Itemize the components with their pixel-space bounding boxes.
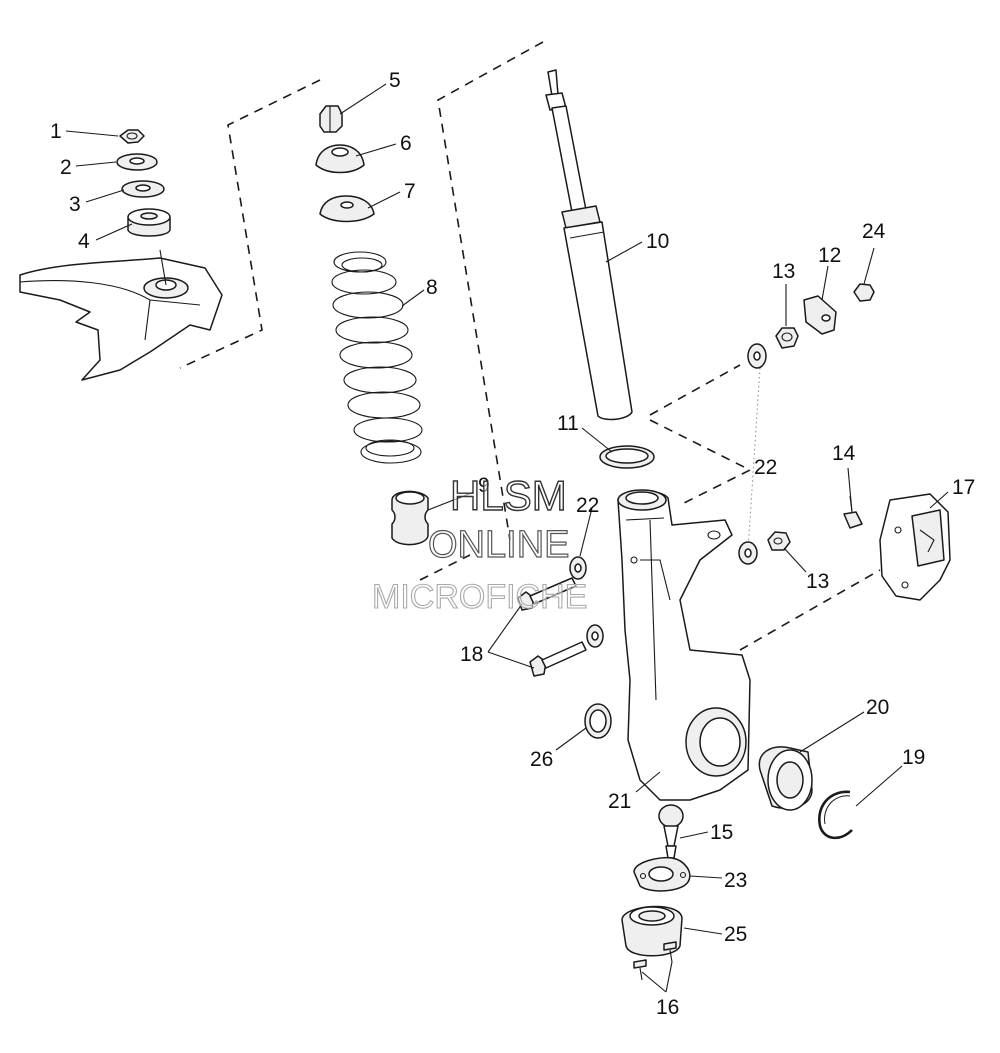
part-3-washer (121, 180, 165, 198)
part-14-bolt (843, 495, 863, 529)
assembly-guide-lines (179, 41, 881, 651)
watermark: HLSM ONLINE MICROFICHE (371, 471, 587, 616)
part-22-washer-upper (747, 343, 767, 369)
part-8-coil-spring (331, 251, 423, 464)
callout-16: 16 (656, 996, 679, 1019)
callout-labels: 1 2 3 4 5 6 7 8 9 10 11 12 13 13 14 15 1… (50, 69, 975, 1019)
part-19-circlip (818, 790, 853, 840)
upper-mount-bracket (19, 249, 223, 381)
callout-14: 14 (832, 442, 856, 465)
callout-1: 1 (50, 120, 62, 143)
part-6-upper-cup (315, 144, 365, 174)
watermark-line-2: ONLINE (428, 524, 569, 566)
callout-12: 12 (818, 244, 841, 267)
callout-4: 4 (78, 230, 90, 253)
callout-2: 2 (60, 156, 72, 179)
part-23-gasket-plate (633, 856, 691, 892)
part-13-nut-lower (767, 531, 791, 551)
part-24-nut (853, 283, 875, 302)
callout-10: 10 (646, 230, 669, 253)
part-12-bracket-clip (803, 295, 837, 335)
callout-24: 24 (862, 220, 886, 243)
callout-7: 7 (404, 180, 416, 203)
part-1-nut (119, 129, 145, 144)
part-15-ball-joint-pin (658, 804, 684, 859)
callout-15: 15 (710, 821, 733, 844)
callout-13-upper: 13 (772, 260, 795, 283)
part-5-nut (319, 105, 343, 133)
watermark-line-1: HLSM (450, 472, 567, 519)
part-20-wheel-bearing (758, 746, 813, 811)
callout-22-right: 22 (754, 456, 777, 479)
part-26-o-ring (584, 703, 612, 739)
part-2-washer (116, 153, 158, 171)
part-16-screws (633, 941, 677, 981)
part-22-washer-lower (738, 541, 758, 565)
callout-13-lower: 13 (806, 570, 829, 593)
part-7-spring-seat (319, 195, 375, 223)
part-11-seal-ring (599, 445, 655, 469)
callout-21: 21 (608, 790, 631, 813)
callout-8: 8 (426, 276, 438, 299)
part-21-steering-knuckle (617, 489, 751, 801)
callout-19: 19 (902, 746, 925, 769)
part-13-nut-upper (775, 327, 799, 349)
callout-20: 20 (866, 696, 889, 719)
callout-5: 5 (389, 69, 401, 92)
part-22-washers-bolts (569, 556, 604, 648)
callout-18: 18 (460, 643, 483, 666)
callout-6: 6 (400, 132, 412, 155)
callout-26: 26 (530, 748, 553, 771)
callout-9: 9 (478, 474, 490, 497)
watermark-line-3: MICROFICHE (372, 578, 587, 616)
callout-17: 17 (952, 476, 975, 499)
part-18-bolts (517, 577, 587, 677)
part-9-bump-stop (391, 490, 429, 546)
callout-25: 25 (724, 923, 747, 946)
callout-11: 11 (557, 412, 579, 435)
callout-22-left: 22 (576, 494, 599, 517)
part-4-bushing (127, 208, 171, 237)
part-17-sensor-bracket (879, 493, 951, 601)
leader-lines (65, 83, 949, 993)
part-10-shock-absorber (545, 69, 633, 421)
callout-3: 3 (69, 193, 81, 216)
callout-23: 23 (724, 869, 747, 892)
